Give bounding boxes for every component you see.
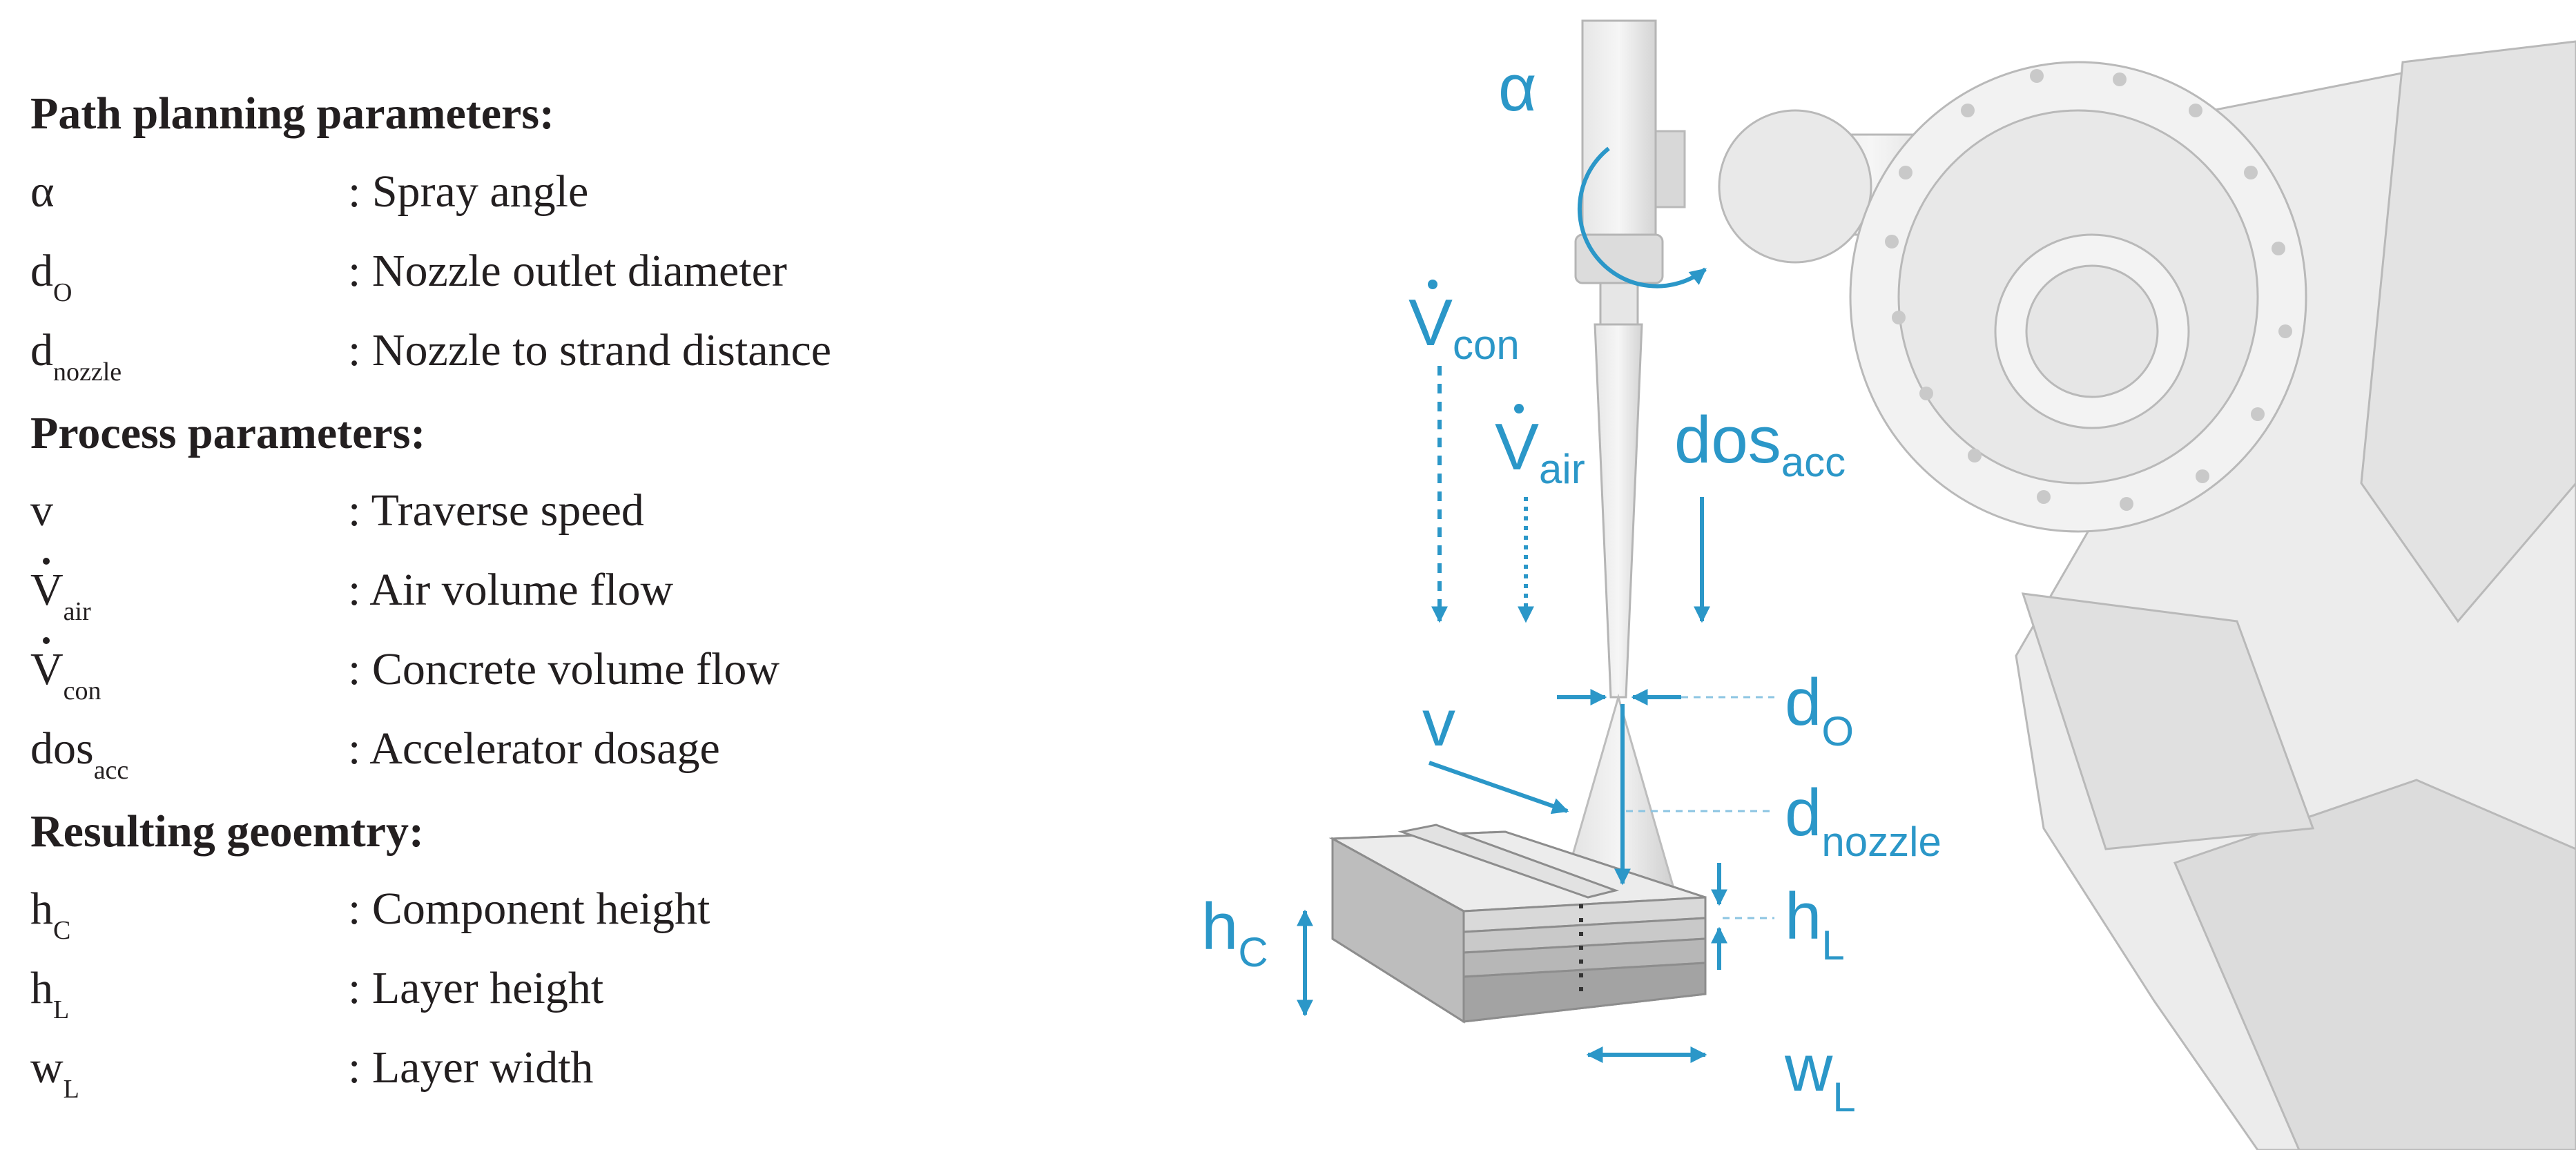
label-w-l: wL <box>1784 1031 1856 1120</box>
v-con-flow-dot <box>1428 280 1437 289</box>
legend-description: : Concrete volume flow <box>348 644 780 694</box>
section-heading-geometry: Resulting geoemtry: <box>30 806 425 857</box>
section-heading-process: Process parameters: <box>30 408 426 458</box>
leader-lines <box>1626 696 1774 919</box>
shotcrete-robot-diagram: α Vcon Vair dosacc v dO dnozzle hC hL wL <box>1201 19 2576 1150</box>
label-v-con: Vcon <box>1408 286 1520 368</box>
legend-description: : Layer width <box>348 1042 594 1093</box>
legend-description: : Component height <box>348 884 710 934</box>
label-dos-acc: dosacc <box>1674 403 1846 485</box>
legend-description: : Air volume flow <box>348 565 674 615</box>
spray-nozzle-icon <box>1574 19 1664 699</box>
label-d-nozzle: dnozzle <box>1785 776 1941 865</box>
v-air-flow-dot <box>1514 404 1524 413</box>
label-alpha: α <box>1498 51 1537 125</box>
legend-symbol: wL <box>30 1042 79 1104</box>
flow-dot: V <box>30 637 64 694</box>
label-d-o: dO <box>1785 665 1854 754</box>
legend-description: : Accelerator dosage <box>348 723 720 774</box>
flow-dot: V <box>30 558 64 615</box>
legend-description: : Traverse speed <box>348 485 644 536</box>
legend-symbol: dnozzle <box>30 325 122 387</box>
label-v: v <box>1422 686 1455 760</box>
legend-description: : Nozzle outlet diameter <box>348 246 787 296</box>
concrete-layers-icon <box>1328 823 1707 1024</box>
legend-description: : Spray angle <box>348 166 589 217</box>
legend-symbol: dosacc <box>30 723 129 785</box>
parameter-legend: Path planning parameters: α : Spray angl… <box>30 0 1066 1150</box>
traverse-speed-arrow <box>1429 761 1569 815</box>
label-v-air: Vair <box>1495 410 1585 492</box>
legend-symbol: hL <box>30 963 70 1024</box>
legend-symbol: v <box>30 485 53 536</box>
legend-symbol: dO <box>30 246 72 307</box>
legend-symbol: α <box>30 166 55 217</box>
label-h-l: hL <box>1785 879 1845 968</box>
label-h-c: hC <box>1201 890 1268 975</box>
annotation-arrows <box>1297 146 1727 1063</box>
robot-arm-icon <box>1587 40 2576 1150</box>
legend-description: : Layer height <box>348 963 604 1013</box>
section-heading-path-planning: Path planning parameters: <box>30 88 554 139</box>
legend-description: : Nozzle to strand distance <box>348 325 832 376</box>
alpha-rotation-arrow <box>1578 146 1707 289</box>
legend-symbol: hC <box>30 884 71 945</box>
